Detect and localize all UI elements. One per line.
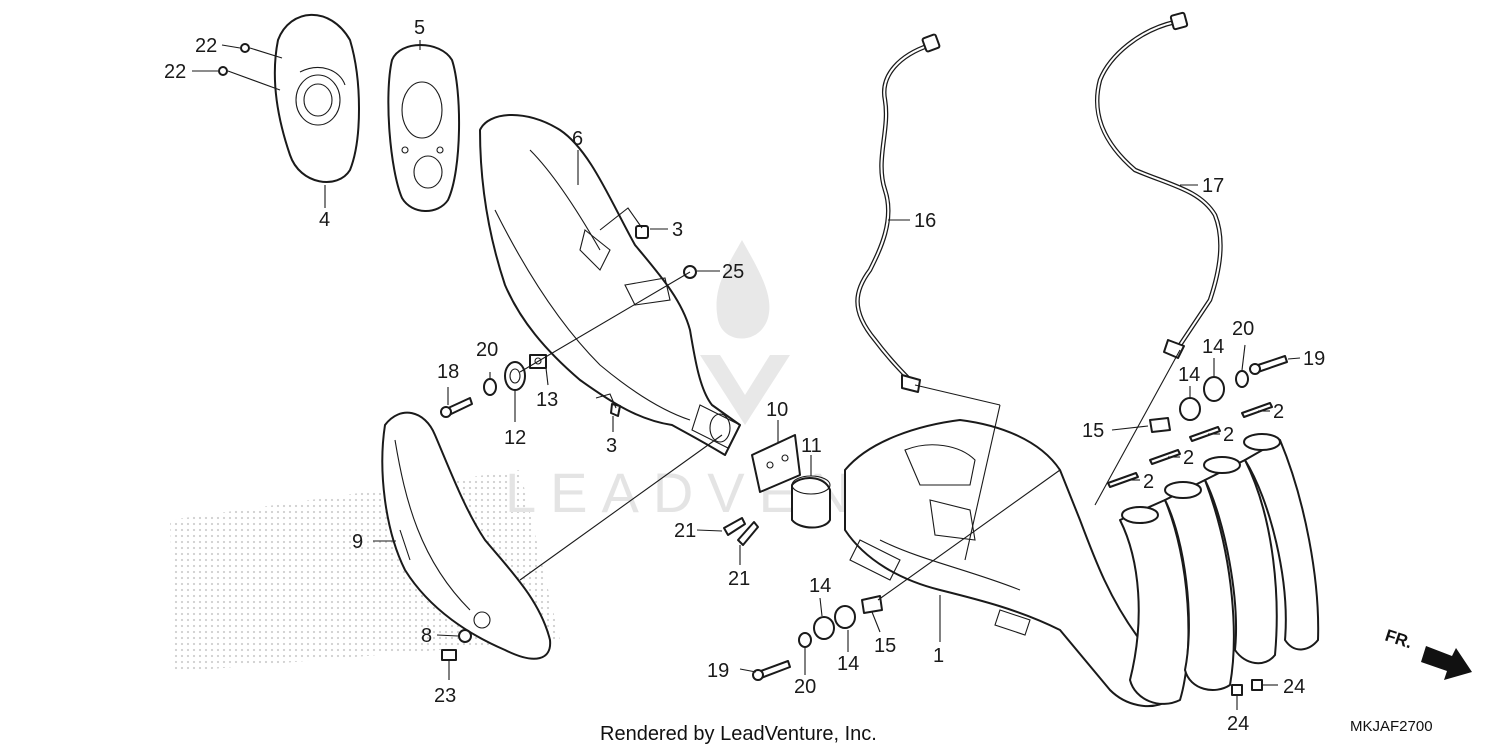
part-22-screw-lower — [218, 66, 228, 76]
part-14-rubber-upper — [1203, 376, 1225, 402]
part-12-rubber-mount — [504, 361, 526, 391]
callout-18: 18 — [437, 361, 459, 383]
callout-12: 12 — [504, 427, 526, 449]
front-arrow-icon — [1421, 646, 1472, 680]
callout-22-upper: 22 — [195, 35, 217, 57]
part-6-muffler — [479, 114, 741, 456]
part-18-bolt — [440, 397, 473, 418]
part-15-collar-upper — [1149, 417, 1171, 433]
callout-4: 4 — [319, 209, 330, 231]
callout-14-upper: 14 — [1202, 336, 1224, 358]
callout-2-fourth: 2 — [1143, 471, 1154, 493]
callout-13: 13 — [536, 389, 558, 411]
watermark-logo — [700, 240, 790, 425]
footer-credit: Rendered by LeadVenture, Inc. — [600, 723, 877, 745]
part-14-rubber-mid — [1179, 397, 1201, 421]
callout-1: 1 — [933, 645, 944, 667]
part-24-clip-left — [1231, 684, 1243, 696]
callout-23: 23 — [434, 685, 456, 707]
part-17-o2-sensor-wire — [1094, 11, 1223, 359]
part-14-rubber-lower-left — [813, 616, 835, 640]
part-22-screw-upper — [240, 43, 250, 53]
callout-14-lower-left: 14 — [809, 575, 831, 597]
front-label: FR. — [1383, 626, 1415, 653]
callout-19-lower: 19 — [707, 660, 729, 682]
part-4-end-cap-cover — [273, 13, 360, 183]
callout-20-lower: 20 — [794, 676, 816, 698]
part-8-washer — [458, 629, 472, 643]
callout-6: 6 — [572, 128, 583, 150]
part-16-o2-sensor-wire — [855, 33, 941, 393]
callout-14-lower-right: 14 — [837, 653, 859, 675]
part-21-bolt-left — [723, 517, 746, 536]
callout-10: 10 — [766, 399, 788, 421]
part-24-clip-right — [1251, 679, 1263, 691]
part-19-bolt-lower — [752, 660, 791, 681]
part-21-bolt-right — [737, 521, 759, 546]
callout-25: 25 — [722, 261, 744, 283]
callout-16: 16 — [914, 210, 936, 232]
callout-17: 17 — [1202, 175, 1224, 197]
callout-20-left: 20 — [476, 339, 498, 361]
callout-2-first: 2 — [1273, 401, 1284, 423]
part-15-collar-lower — [861, 595, 883, 614]
part-23-nut — [441, 649, 457, 661]
callout-21-left: 21 — [674, 520, 696, 542]
part-9-heat-shield — [381, 411, 552, 660]
leader-lines — [192, 40, 1301, 710]
part-10-band-clamp — [751, 434, 801, 493]
callout-24-right: 24 — [1283, 676, 1305, 698]
part-20-washer-upper — [483, 378, 497, 396]
callout-labels: 22 22 5 4 6 3 25 20 18 13 12 3 10 11 9 2… — [164, 17, 1325, 735]
callout-5: 5 — [414, 17, 425, 39]
part-5-gasket — [387, 44, 461, 212]
part-3-clip-lower — [610, 403, 621, 417]
diagram-code: MKJAF2700 — [1350, 718, 1433, 735]
callout-21-lower: 21 — [728, 568, 750, 590]
callout-3-lower: 3 — [606, 435, 617, 457]
callout-3-upper: 3 — [672, 219, 683, 241]
callout-11: 11 — [801, 435, 822, 457]
part-20-washer-lower — [798, 632, 812, 648]
callout-22-lower: 22 — [164, 61, 186, 83]
callout-14-mid: 14 — [1178, 364, 1200, 386]
part-11-pipe-gasket — [791, 475, 831, 529]
part-2-gaskets — [1107, 402, 1273, 488]
callout-2-third: 2 — [1183, 447, 1194, 469]
part-19-bolt-upper — [1249, 355, 1288, 375]
part-3-clip-upper — [635, 225, 649, 239]
callout-2-second: 2 — [1223, 424, 1234, 446]
callout-20-right: 20 — [1232, 318, 1254, 340]
part-14-rubber-lower-right — [834, 605, 856, 629]
part-1-exhaust-pipe-assembly — [844, 419, 1320, 708]
callout-15-lower: 15 — [874, 635, 896, 657]
callout-9: 9 — [352, 531, 363, 553]
callout-24-lower: 24 — [1227, 713, 1249, 735]
callout-19-upper: 19 — [1303, 348, 1325, 370]
callout-15-upper: 15 — [1082, 420, 1104, 442]
part-20-washer-right — [1235, 370, 1249, 388]
front-direction-indicator: FR. — [1383, 626, 1472, 680]
callout-8: 8 — [421, 625, 432, 647]
